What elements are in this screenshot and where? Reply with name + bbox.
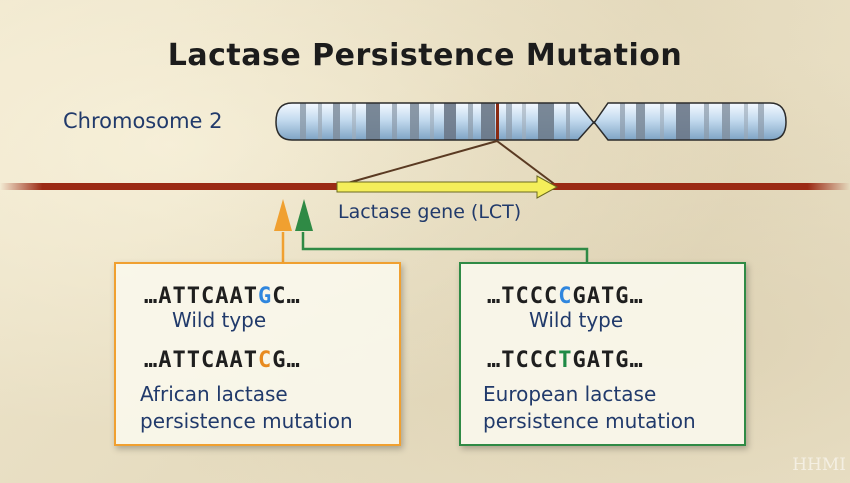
african-mutation-box: …ATTCAATGC… Wild type …ATTCAATCG… Africa… <box>114 262 401 446</box>
zoom-lines <box>336 140 558 187</box>
mutant-base: T <box>558 348 573 373</box>
african-wild-type-label: Wild type <box>172 308 267 332</box>
african-mutant-sequence: …ATTCAATCG… <box>144 348 301 373</box>
wild-type-base: C <box>558 284 573 309</box>
seq-suffix: G… <box>272 348 301 373</box>
european-mutation-box: …TCCCCGATG… Wild type …TCCCTGATG… Europe… <box>459 262 746 446</box>
chromosome-label: Chromosome 2 <box>63 109 223 133</box>
european-connector <box>301 232 589 262</box>
seq-prefix: …TCCC <box>487 348 559 373</box>
seq-suffix: GATG… <box>572 348 644 373</box>
seq-suffix: GATG… <box>572 284 644 309</box>
seq-prefix: …TCCC <box>487 284 559 309</box>
seq-suffix: C… <box>272 284 301 309</box>
lactase-gene-arrow <box>336 175 559 199</box>
diagram-title: Lactase Persistence Mutation <box>167 38 683 73</box>
european-mutant-sequence: …TCCCTGATG… <box>487 348 644 373</box>
european-mutation-label-line2: persistence mutation <box>483 409 696 433</box>
seq-prefix: …ATTCAAT <box>144 348 258 373</box>
wild-type-base: G <box>257 284 273 309</box>
chromosome-2 <box>275 102 787 141</box>
hhmi-watermark: HHMI <box>792 455 846 475</box>
seq-prefix: …ATTCAAT <box>144 284 258 309</box>
african-mutation-label-line2: persistence mutation <box>140 409 353 433</box>
mutant-base: C <box>257 348 273 373</box>
european-mutation-marker <box>295 199 313 231</box>
european-wild-type-label: Wild type <box>529 308 624 332</box>
european-wild-type-sequence: …TCCCCGATG… <box>487 284 644 309</box>
gene-label: Lactase gene (LCT) <box>338 201 522 223</box>
african-mutation-label-line1: African lactase <box>140 382 288 406</box>
african-wild-type-sequence: …ATTCAATGC… <box>144 284 301 309</box>
chromosome-bands <box>300 103 764 140</box>
european-mutation-label-line1: European lactase <box>483 382 657 406</box>
african-mutation-marker <box>274 199 292 231</box>
